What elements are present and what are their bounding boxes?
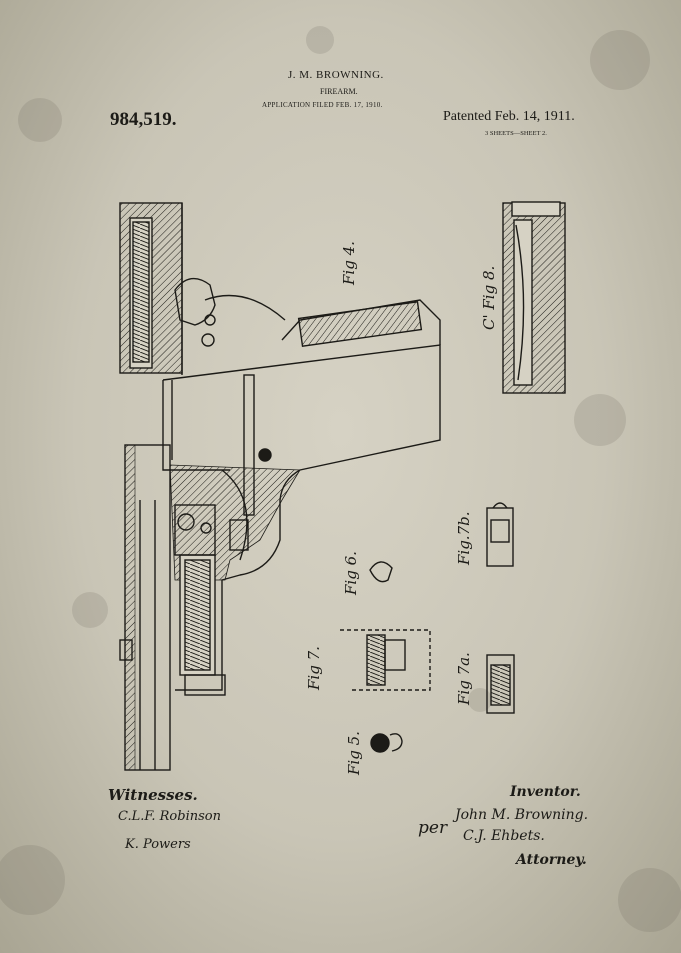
witnesses-label: Witnesses. (108, 786, 198, 804)
inventor-signature: John M. Browning. (455, 807, 589, 823)
patent-number: 984,519. (110, 109, 177, 130)
inventor-header: J. M. BROWNING. (288, 69, 384, 81)
inventor-label: Inventor. (510, 784, 581, 800)
attorney-signature: C.J. Ehbets. (463, 828, 545, 844)
filing-date: APPLICATION FILED FEB. 17, 1910. (262, 101, 383, 109)
per-label: per (418, 818, 448, 838)
fig6-drawing (369, 561, 393, 583)
fig5-drawing (370, 733, 403, 753)
invention-title: FIREARM. (320, 87, 358, 96)
fig8-drawing (502, 201, 566, 394)
fig7-drawing (340, 629, 431, 691)
fig6-label: Fig 6. (342, 551, 360, 595)
patented-date: Patented Feb. 14, 1911. (443, 109, 575, 124)
witness-signature-1: C.L.F. Robinson (118, 809, 221, 824)
witness-signature-2: K. Powers (125, 837, 191, 852)
fig7b-label: Fig.7b. (455, 511, 473, 566)
fig7-label: Fig 7. (305, 646, 323, 690)
fig7a-label: Fig 7a. (455, 652, 473, 705)
fig7a-drawing (486, 654, 515, 714)
sheet-count: 3 SHEETS—SHEET 2. (485, 130, 547, 137)
fig8-label: C' Fig 8. (480, 265, 498, 330)
fig4-pistol-drawing (119, 202, 441, 771)
fig7b-drawing (486, 502, 514, 567)
attorney-label: Attorney. (516, 852, 587, 868)
fig5-label: Fig 5. (345, 731, 363, 775)
fig4-label: Fig 4. (340, 241, 358, 285)
